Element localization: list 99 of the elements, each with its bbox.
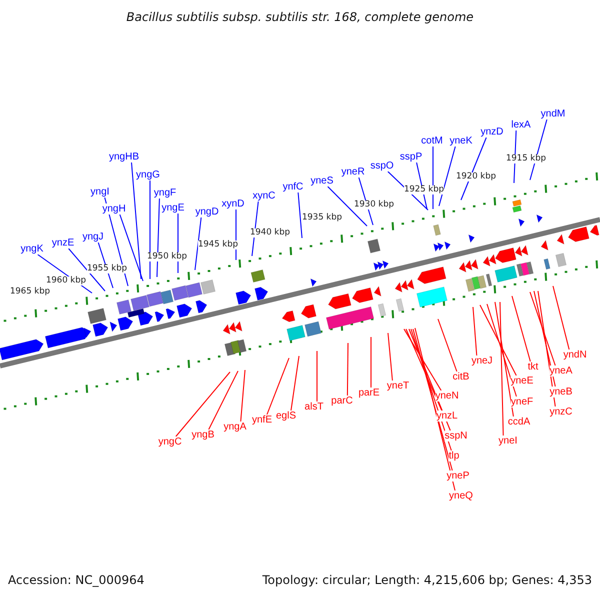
- gene-label: yneQ: [449, 490, 473, 502]
- gene-label: yneE: [510, 376, 534, 386]
- gene-label: yndM: [540, 108, 566, 120]
- gene-label: yneN: [435, 390, 459, 402]
- gene-label: yneB: [550, 386, 572, 398]
- scale-label: 1950 kbp: [146, 252, 188, 262]
- leader-line: [298, 192, 302, 238]
- leader-line: [408, 328, 451, 431]
- leader-line: [538, 290, 556, 407]
- leader-line: [512, 296, 531, 362]
- leader-line: [534, 290, 556, 387]
- gene-label: ynzL: [436, 410, 458, 422]
- leader-line: [460, 137, 487, 200]
- gene-label: yngI: [90, 186, 110, 198]
- leader-line: [131, 162, 142, 280]
- gene-label: ccdA: [508, 416, 530, 428]
- leader-line: [240, 370, 246, 422]
- leader-line: [119, 214, 144, 282]
- leader-line: [388, 332, 393, 381]
- leader-line: [208, 370, 238, 430]
- leader-line: [494, 302, 514, 417]
- scale-label: 1915 kbp: [506, 154, 546, 164]
- gene-label: cotM: [421, 136, 443, 146]
- gene-label: ynfE: [252, 414, 272, 426]
- leader-line: [316, 350, 318, 402]
- gene-label: parE: [358, 388, 380, 398]
- leader-line: [346, 342, 348, 396]
- gene-label: tlp: [448, 450, 460, 462]
- scale-label: 1930 kbp: [354, 200, 394, 210]
- gene-label: yngD: [195, 206, 219, 218]
- gene-label: yngJ: [82, 232, 104, 242]
- gene-label: yneI: [498, 436, 518, 446]
- gene-label: yneJ: [471, 356, 493, 366]
- leader-line: [414, 328, 456, 491]
- gene-label: yneF: [510, 396, 534, 408]
- leader-line: [68, 248, 106, 292]
- gene-label: tkt: [528, 362, 538, 372]
- leader-line: [552, 286, 570, 350]
- leader-line: [438, 318, 458, 372]
- gene-label: ynfC: [282, 182, 304, 192]
- scale-label: 1925 kbp: [404, 186, 444, 194]
- gene-label: yngG: [136, 170, 160, 180]
- gene-label: alsT: [304, 402, 324, 412]
- leader-line: [406, 328, 442, 411]
- leader-line: [432, 146, 434, 210]
- scale-label: 1960 kbp: [46, 276, 86, 286]
- gene-label: ynzD: [480, 126, 504, 138]
- gene-label: xynC: [252, 190, 276, 202]
- gene-label: yngE: [162, 202, 184, 214]
- scale-label: 1940 kbp: [250, 228, 290, 238]
- gene-label: yneT: [386, 380, 410, 392]
- leader-line: [370, 336, 372, 388]
- gene-label: ynzC: [550, 406, 572, 418]
- gene-label: xynD: [222, 198, 244, 210]
- scale-label: 1965 kbp: [10, 288, 50, 296]
- scale-label: 1955 kbp: [86, 264, 128, 274]
- gene-label: yneA: [550, 366, 572, 376]
- gene-label: yneP: [446, 470, 470, 482]
- gene-label: sspN: [444, 430, 468, 442]
- scale-label: 1920 kbp: [456, 172, 496, 182]
- gene-label: yngA: [224, 422, 246, 432]
- accession-text: Accession: NC_000964: [8, 573, 144, 587]
- gene-label: yneS: [310, 176, 334, 186]
- gene-label: yneK: [450, 136, 472, 146]
- gene-label: eglS: [276, 410, 296, 422]
- title: Bacillus subtilis subsp. subtilis str. 168, complete genome: [125, 10, 475, 24]
- leader-line: [530, 119, 548, 180]
- gene-label: yneR: [341, 166, 365, 178]
- leader-line: [194, 217, 202, 270]
- leader-line: [486, 304, 517, 397]
- leader-line: [480, 304, 517, 376]
- gene-label: yngB: [192, 430, 214, 440]
- leader-line: [500, 302, 504, 436]
- gene-label: yndN: [563, 350, 587, 360]
- gene-label: yngHB: [109, 152, 139, 162]
- leader-line: [530, 292, 556, 366]
- gene-label: sspO: [370, 160, 394, 172]
- genome-summary-text: Topology: circular; Length: 4,215,606 bp; Genes: 4,353: [262, 573, 592, 587]
- leader-line: [404, 328, 442, 391]
- gene-label: parC: [331, 396, 353, 406]
- leader-line: [412, 328, 453, 471]
- gene-label: ynzE: [52, 238, 74, 248]
- leader-line: [175, 372, 230, 437]
- leader-line: [438, 146, 456, 206]
- leader-line: [290, 356, 300, 411]
- scale-label: 1945 kbp: [198, 240, 238, 250]
- gene-label: sspP: [400, 152, 422, 162]
- gene-label: citB: [452, 372, 470, 382]
- leader-line: [472, 306, 478, 356]
- gene-label: yngH: [102, 204, 126, 214]
- leader-line: [266, 358, 290, 415]
- gene-label: yngF: [154, 188, 176, 198]
- leader-line: [156, 198, 160, 278]
- leader-line: [327, 186, 368, 226]
- leader-line: [410, 328, 452, 451]
- gene-label: yngK: [20, 244, 44, 254]
- scale-label: 1935 kbp: [302, 214, 342, 222]
- gene-label: lexA: [511, 120, 531, 130]
- gene-label: yngC: [158, 436, 182, 448]
